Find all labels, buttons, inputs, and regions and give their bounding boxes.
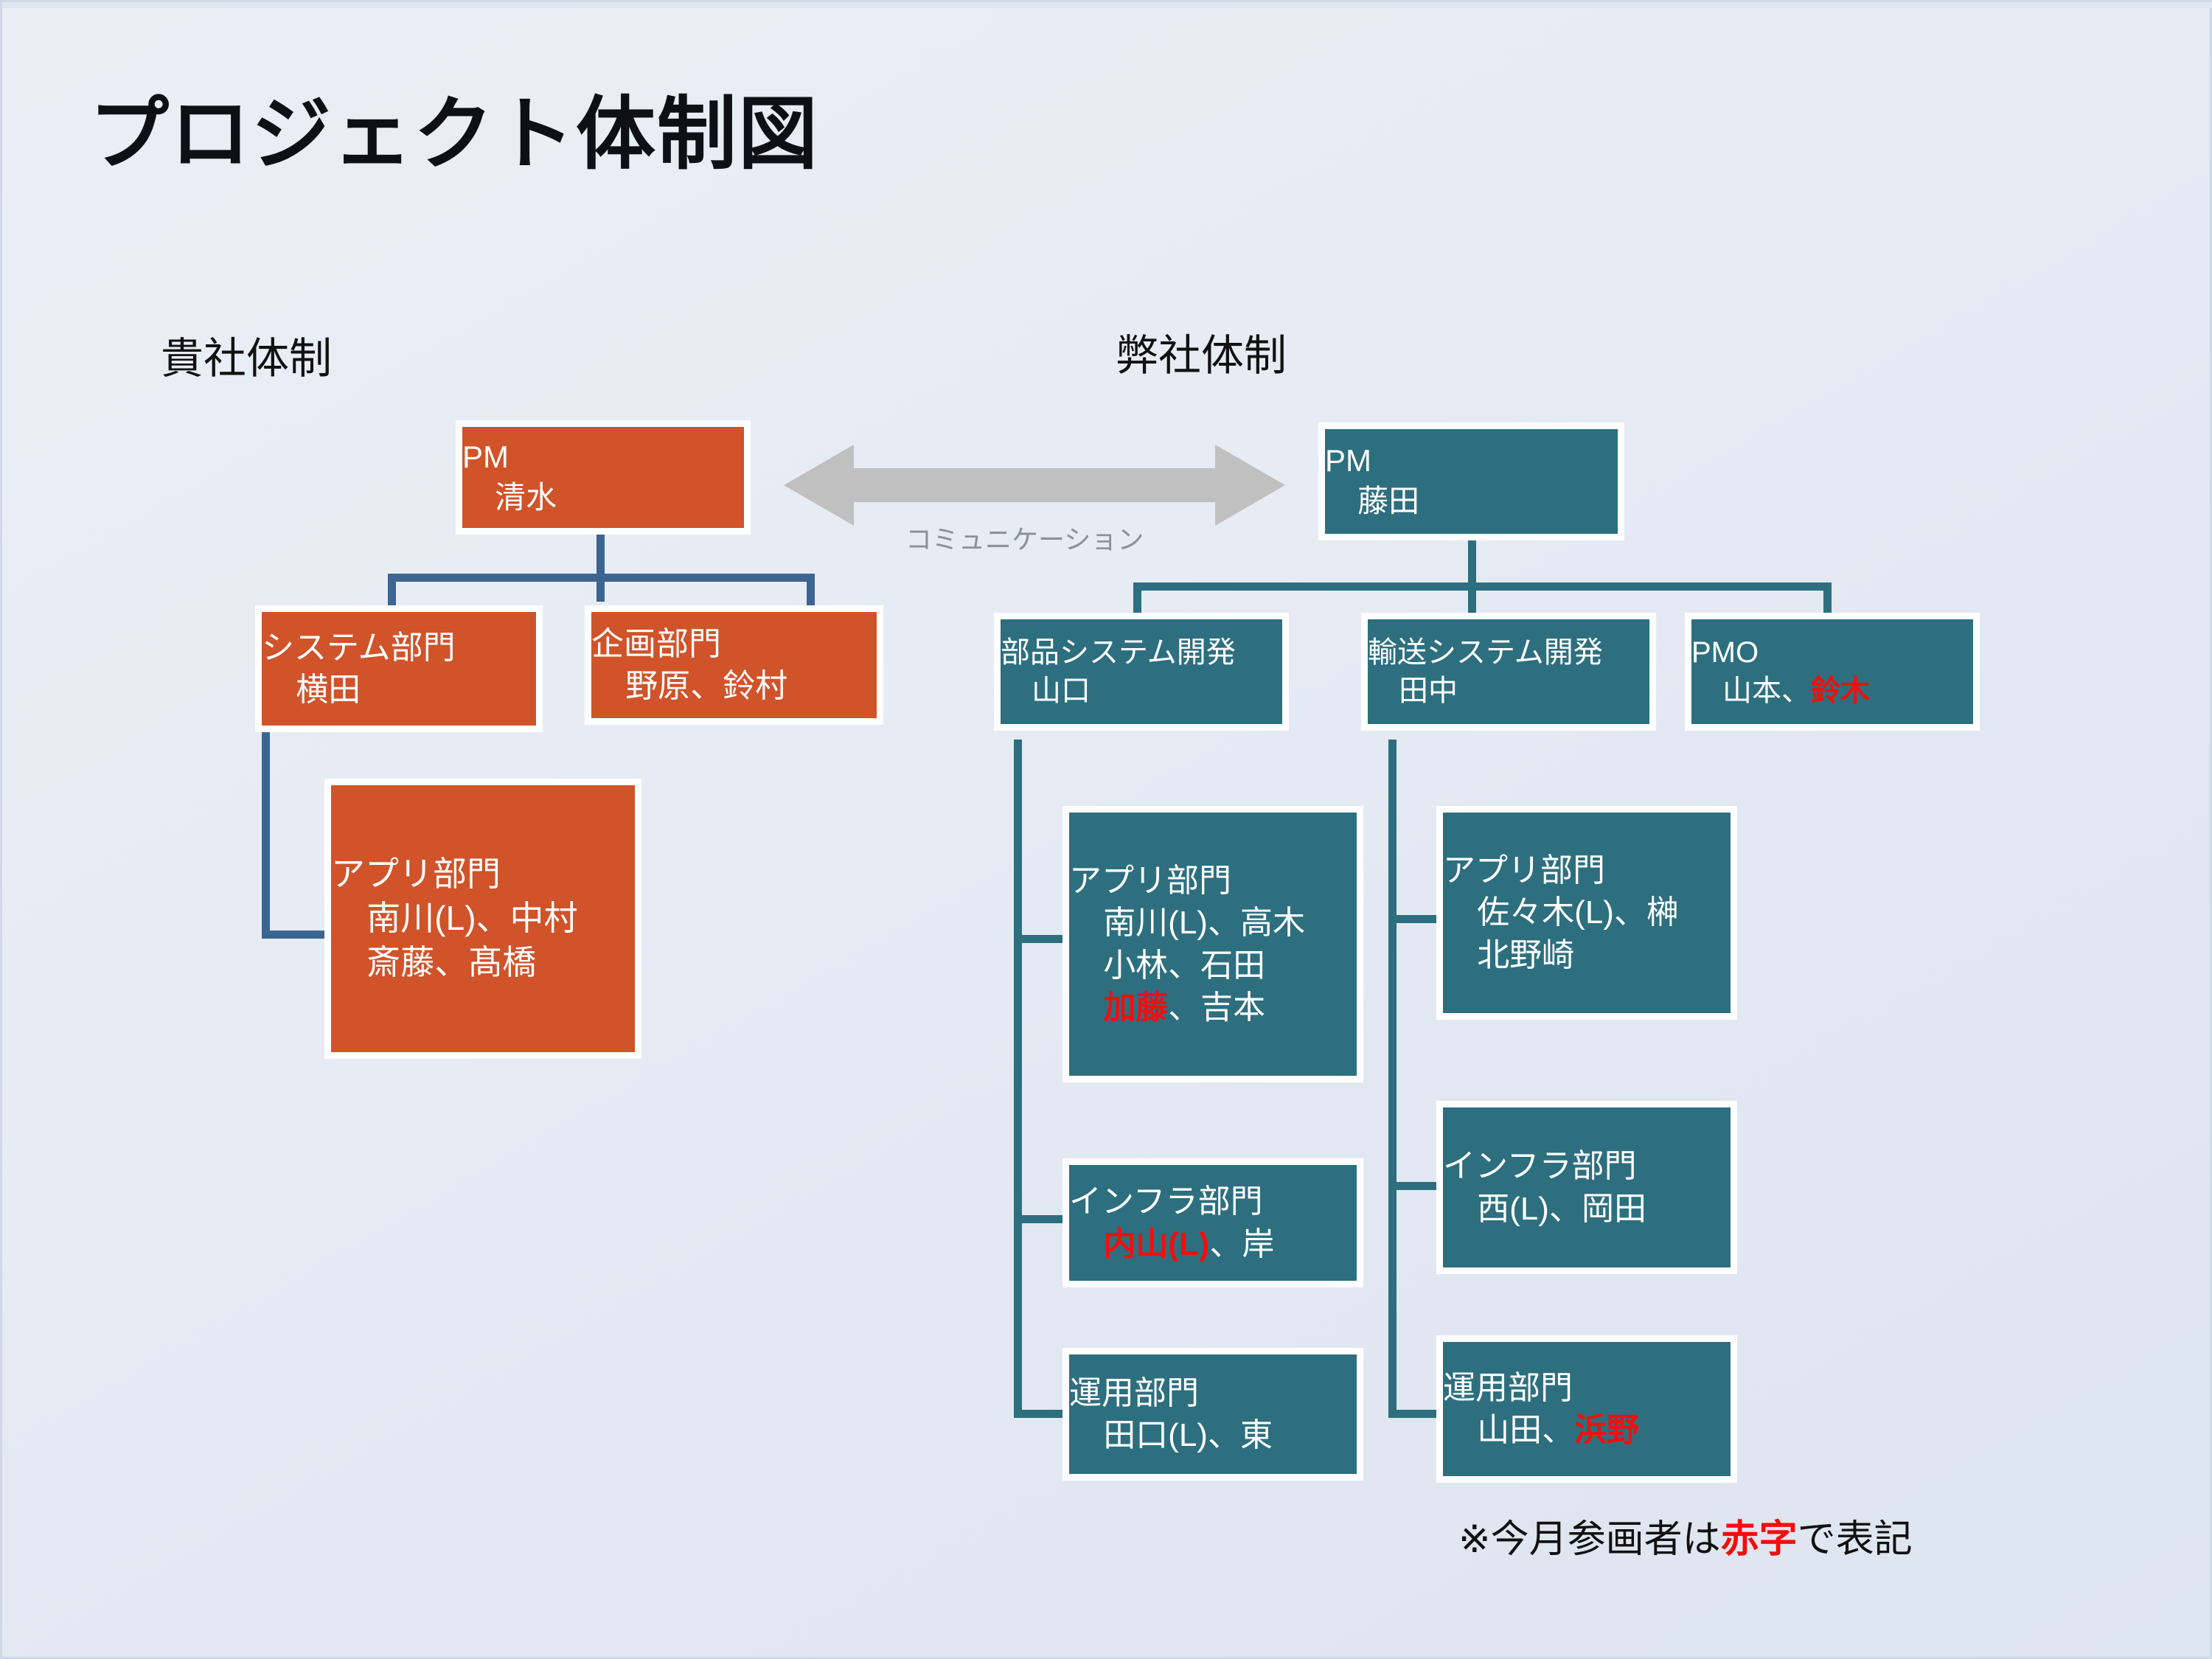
box-client-app-line2: 斎藤、髙橋 (366, 942, 537, 981)
box-client-app-title: アプリ部門 (331, 855, 501, 894)
footnote-post: で表記 (1797, 1518, 1913, 1561)
connector-client-pm-down (597, 533, 605, 602)
connector-parts-to-ops (1014, 1410, 1065, 1418)
box-parts-ops-line1: 田口(L)、東 (1103, 1417, 1273, 1453)
box-vendor-pmo-title: PMO (1691, 636, 1759, 669)
box-client-planning-dept[interactable]: 企画部門 野原、鈴村 (585, 605, 883, 725)
box-vendor-parts-infra[interactable]: インフラ部門 内山(L)、岸 (1062, 1158, 1363, 1287)
parts-app-member-red: 加藤 (1103, 989, 1169, 1026)
box-client-system-members: 横田 (296, 672, 361, 708)
box-vendor-parts-system[interactable]: 部品システム開発 山口 (994, 613, 1289, 731)
parts-infra-member-plain: 、岸 (1209, 1225, 1275, 1262)
box-vendor-transport-infra[interactable]: インフラ部門 西(L)、岡田 (1436, 1101, 1737, 1274)
transport-ops-member-plain: 山田、 (1477, 1412, 1575, 1448)
box-parts-infra-line1: 内山(L)、岸 (1069, 1223, 1357, 1265)
box-client-app-line1: 南川(L)、中村 (366, 899, 578, 938)
parts-infra-member-red: 内山(L) (1103, 1225, 1210, 1262)
box-vendor-parts-title: 部品システム開発 (1001, 636, 1236, 669)
communication-label: コミュニケーション (905, 524, 1144, 554)
box-vendor-transport-app[interactable]: アプリ部門 佐々木(L)、榊 北野崎 (1436, 806, 1737, 1020)
pmo-member-red: 鈴木 (1811, 675, 1870, 707)
box-vendor-pm-title: PM (1325, 443, 1371, 479)
box-vendor-parts-app[interactable]: アプリ部門 南川(L)、高木 小林、石田 加藤、吉本 (1062, 806, 1363, 1082)
page-title: プロジェクト体制図 (89, 89, 820, 178)
box-vendor-pm[interactable]: PM 藤田 (1318, 422, 1624, 540)
connector-system-down (262, 732, 270, 939)
connector-vendor-to-parts (1133, 582, 1141, 628)
box-vendor-transport-system[interactable]: 輸送システム開発 田中 (1361, 613, 1656, 731)
box-transport-ops-title: 運用部門 (1443, 1369, 1573, 1406)
parts-app-member-plain: 、吉本 (1168, 989, 1266, 1026)
box-client-app-dept[interactable]: アプリ部門 南川(L)、中村 斎藤、髙橋 (324, 779, 641, 1059)
connector-client-to-planning (807, 574, 815, 627)
connector-parts-to-app (1014, 935, 1065, 943)
box-vendor-pmo-members: 山本、鈴木 (1691, 672, 1973, 710)
box-transport-ops-line1: 山田、浜野 (1443, 1409, 1731, 1451)
box-parts-ops-title: 運用部門 (1069, 1374, 1199, 1411)
box-vendor-pm-members: 藤田 (1357, 484, 1420, 518)
box-parts-app-line2: 小林、石田 (1103, 947, 1266, 984)
pmo-member-plain: 山本、 (1722, 675, 1811, 707)
box-client-planning-members: 野原、鈴村 (625, 668, 788, 704)
connector-transport-spine (1388, 740, 1397, 1418)
connector-client-to-system (388, 574, 396, 627)
section-label-vendor: 弊社体制 (1116, 332, 1287, 380)
connector-vendor-to-transport (1468, 582, 1476, 628)
box-client-planning-title: 企画部門 (591, 625, 721, 662)
box-client-system-title: システム部門 (262, 629, 456, 666)
footnote: ※今月参画者は赤字で表記 (1458, 1508, 1913, 1563)
box-parts-app-line3: 加藤、吉本 (1069, 987, 1357, 1029)
connector-system-to-app (262, 931, 335, 939)
box-client-pm[interactable]: PM 清水 (456, 420, 751, 535)
box-transport-app-line1: 佐々木(L)、榊 (1477, 894, 1679, 931)
footnote-red-keyword: 赤字 (1720, 1518, 1798, 1561)
connector-vendor-to-pmo (1823, 582, 1832, 628)
box-vendor-transport-title: 輸送システム開発 (1368, 636, 1603, 669)
box-vendor-parts-members: 山口 (1032, 675, 1091, 707)
connector-transport-to-infra (1388, 1182, 1440, 1190)
box-client-system-dept[interactable]: システム部門 横田 (255, 605, 543, 732)
box-parts-app-title: アプリ部門 (1069, 863, 1231, 900)
box-transport-infra-title: インフラ部門 (1443, 1148, 1637, 1185)
top-accent-bar (2, 2, 2212, 8)
box-vendor-parts-ops[interactable]: 運用部門 田口(L)、東 (1062, 1348, 1363, 1481)
transport-ops-member-red: 浜野 (1574, 1412, 1640, 1448)
connector-vendor-bus (1133, 582, 1832, 591)
connector-vendor-pm-down (1468, 540, 1476, 611)
box-vendor-transport-members: 田中 (1399, 675, 1458, 707)
connector-transport-to-app (1388, 915, 1440, 923)
box-parts-app-line1: 南川(L)、高木 (1103, 905, 1305, 942)
box-vendor-transport-ops[interactable]: 運用部門 山田、浜野 (1436, 1335, 1737, 1483)
box-client-pm-title: PM (462, 439, 509, 474)
connector-parts-spine (1014, 740, 1022, 1418)
box-transport-infra-line1: 西(L)、岡田 (1477, 1190, 1646, 1227)
box-vendor-pmo[interactable]: PMO 山本、鈴木 (1685, 613, 1980, 731)
section-label-client: 貴社体制 (161, 335, 333, 383)
connector-parts-to-infra (1014, 1215, 1065, 1223)
box-transport-app-title: アプリ部門 (1443, 852, 1605, 889)
communication-arrow-icon (784, 445, 1285, 526)
footnote-pre: ※今月参画者は (1458, 1518, 1721, 1561)
connector-transport-to-ops (1388, 1410, 1440, 1418)
connector-client-bus (388, 574, 815, 582)
box-transport-app-line2: 北野崎 (1477, 936, 1575, 973)
box-parts-infra-title: インフラ部門 (1069, 1183, 1263, 1220)
box-client-pm-members: 清水 (495, 479, 557, 515)
